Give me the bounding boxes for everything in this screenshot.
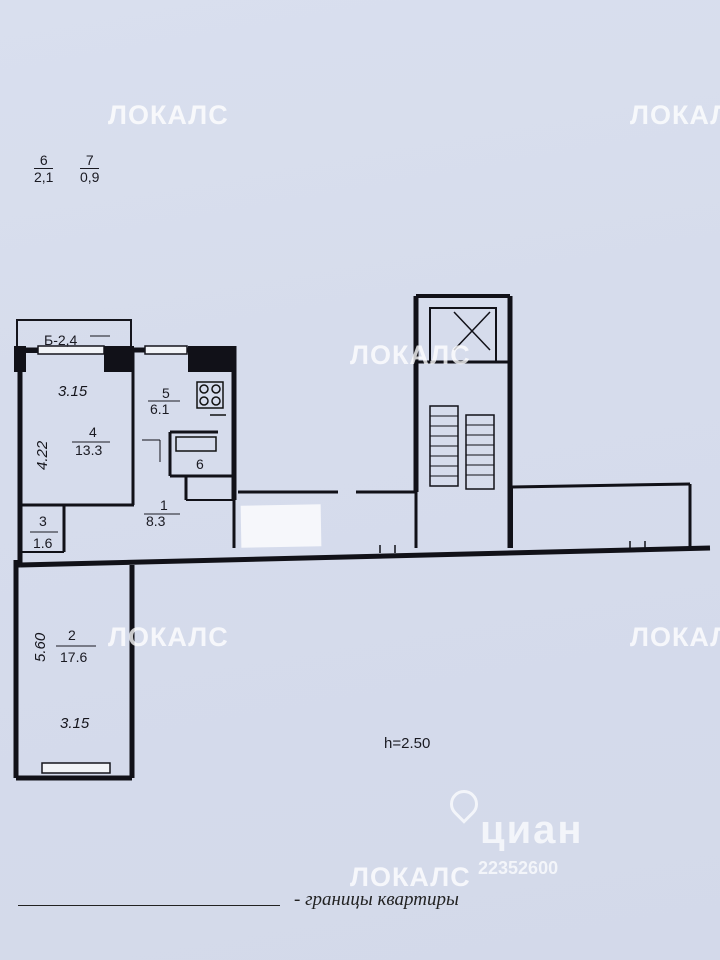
area-6: 6 2,1 <box>34 152 54 185</box>
watermark: ЛОКАЛС <box>108 622 229 652</box>
room5-num: 5 <box>162 385 170 401</box>
stairwell <box>413 294 513 548</box>
room4-height-dim: 4.22 <box>34 440 51 470</box>
cian-watermark: циан <box>480 808 584 852</box>
room3-num: 3 <box>39 513 47 529</box>
room6-label: 6 <box>196 456 204 472</box>
room2-area: 17.6 <box>60 649 87 665</box>
room2-width-dim: 3.15 <box>60 715 90 732</box>
room2-num: 2 <box>68 627 76 643</box>
stove <box>196 381 224 409</box>
legend-line <box>18 905 280 906</box>
area-7: 7 0,9 <box>80 152 100 185</box>
cian-listing-id: 22352600 <box>478 858 559 878</box>
location-pin-icon <box>444 784 484 824</box>
room4-area: 13.3 <box>75 442 102 458</box>
room4-num: 4 <box>89 424 97 440</box>
watermark: ЛОКАЛС <box>108 100 229 130</box>
ceiling-height: h=2.50 <box>384 735 431 752</box>
room4-width-dim: 3.15 <box>58 383 88 400</box>
legend-text: - границы квартиры <box>294 889 459 910</box>
room3-area: 1.6 <box>33 535 53 551</box>
cover-patch <box>240 504 322 548</box>
room5-area: 6.1 <box>150 401 170 417</box>
watermark: ЛОКАЛС <box>350 862 471 892</box>
balcony-label: Б-2,4 <box>44 332 78 348</box>
bathtub <box>175 414 226 452</box>
pillars <box>14 346 234 372</box>
watermark: ЛОКАЛС <box>630 100 720 130</box>
room2-height-dim: 5.60 <box>32 632 49 662</box>
apartment-walls <box>13 346 711 781</box>
room1-area: 8.3 <box>146 513 166 529</box>
watermark: ЛОКАЛС <box>630 622 720 652</box>
stair-steps <box>430 415 494 477</box>
windows <box>37 345 188 774</box>
common-corridor <box>238 482 692 553</box>
watermark: ЛОКАЛС <box>350 340 471 370</box>
room1-num: 1 <box>160 497 168 513</box>
